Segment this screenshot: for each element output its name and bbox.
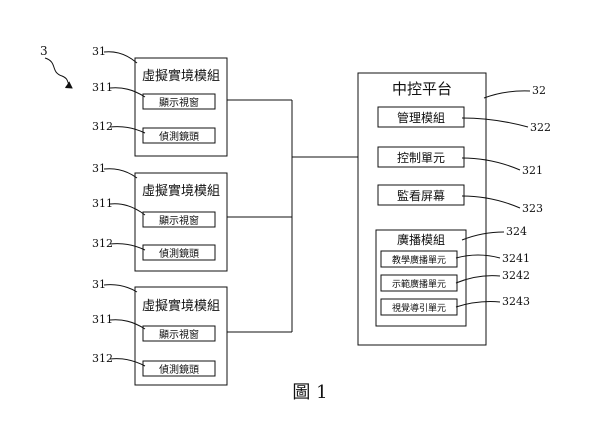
management-module-label: 管理模組 <box>397 110 445 125</box>
detection-camera-box <box>142 360 216 377</box>
control-unit-ref: 321 <box>522 164 543 177</box>
management-module-box <box>377 106 465 128</box>
teaching-broadcast-unit-leader <box>455 254 501 259</box>
detection-camera-ref: 312 <box>92 120 113 133</box>
detection-camera-box <box>142 244 216 261</box>
monitor-screen-label: 監看屏幕 <box>397 188 445 203</box>
detection-camera-ref: 312 <box>92 237 113 250</box>
detection-camera-leader <box>109 358 146 367</box>
vr-module-leader <box>103 51 138 64</box>
vr-module-1: 虛擬實境模組 顯示視窗 偵測鏡頭 31 311 312 <box>92 45 228 157</box>
display-window-ref: 311 <box>92 81 113 94</box>
vr-module-title: 虛擬實境模組 <box>142 183 220 199</box>
vr-module-title: 虛擬實境模組 <box>142 68 220 84</box>
control-unit-leader <box>461 157 521 171</box>
display-window-leader <box>109 87 146 98</box>
detection-camera-leader <box>109 243 146 251</box>
system-ref-arrow <box>44 57 73 89</box>
vr-module-ref: 31 <box>92 162 106 175</box>
monitor-screen-ref: 323 <box>522 202 543 215</box>
visual-guidance-unit-label: 視覺導引單元 <box>392 302 446 314</box>
monitor-screen-leader <box>461 195 521 209</box>
detection-camera-label: 偵測鏡頭 <box>159 363 199 376</box>
broadcast-module-leader <box>461 231 505 241</box>
display-window-ref: 311 <box>92 313 113 326</box>
visual-guidance-unit-leader <box>455 301 501 308</box>
control-unit-label: 控制單元 <box>397 151 445 165</box>
vr-module-title: 虛擬實境模組 <box>142 298 220 314</box>
vr-module-2: 虛擬實境模組 顯示視窗 偵測鏡頭 31 311 312 <box>92 162 228 272</box>
management-module-leader <box>461 117 529 128</box>
central-platform-leader <box>483 90 531 99</box>
detection-camera-label: 偵測鏡頭 <box>159 247 199 260</box>
vr-module-ref: 31 <box>92 45 106 58</box>
broadcast-module-ref: 324 <box>506 225 527 238</box>
management-module-ref: 322 <box>530 121 551 134</box>
demo-broadcast-unit-ref: 3242 <box>502 269 530 282</box>
vr-module-ref: 31 <box>92 278 106 291</box>
vr-module-3: 虛擬實境模組 顯示視窗 偵測鏡頭 31 311 312 <box>92 278 228 386</box>
teaching-broadcast-unit-box <box>380 250 458 268</box>
display-window-label: 顯示視窗 <box>159 214 199 227</box>
central-platform: 中控平台 32 管理模組 322 控制單元 321 監看屏幕 323 廣播模組 … <box>357 72 551 346</box>
teaching-broadcast-unit-label: 教學廣播單元 <box>392 254 446 266</box>
display-window-box <box>142 211 216 228</box>
detection-camera-leader <box>109 126 146 134</box>
vr-module-leader <box>103 168 138 179</box>
monitor-screen-box <box>377 184 465 206</box>
display-window-leader <box>109 319 146 330</box>
central-platform-ref: 32 <box>532 84 546 97</box>
demo-broadcast-unit-label: 示範廣播單元 <box>392 278 446 290</box>
visual-guidance-unit-ref: 3243 <box>502 295 530 308</box>
demo-broadcast-unit-leader <box>455 275 501 284</box>
detection-camera-ref: 312 <box>92 352 113 365</box>
central-platform-title: 中控平台 <box>392 80 452 98</box>
detection-camera-box <box>142 127 216 144</box>
display-window-box <box>142 93 216 110</box>
figure-caption: 圖 1 <box>292 382 327 403</box>
display-window-ref: 311 <box>92 197 113 210</box>
teaching-broadcast-unit-ref: 3241 <box>502 252 530 265</box>
display-window-leader <box>109 203 146 216</box>
control-unit-box <box>377 146 465 168</box>
connector-lines <box>227 99 378 333</box>
detection-camera-label: 偵測鏡頭 <box>159 130 199 143</box>
display-window-label: 顯示視窗 <box>159 328 199 341</box>
display-window-box <box>142 325 216 342</box>
system-ref-label: 3 <box>40 44 48 58</box>
vr-module-leader <box>103 284 138 293</box>
broadcast-module-label: 廣播模組 <box>397 233 445 247</box>
display-window-label: 顯示視窗 <box>159 96 199 109</box>
